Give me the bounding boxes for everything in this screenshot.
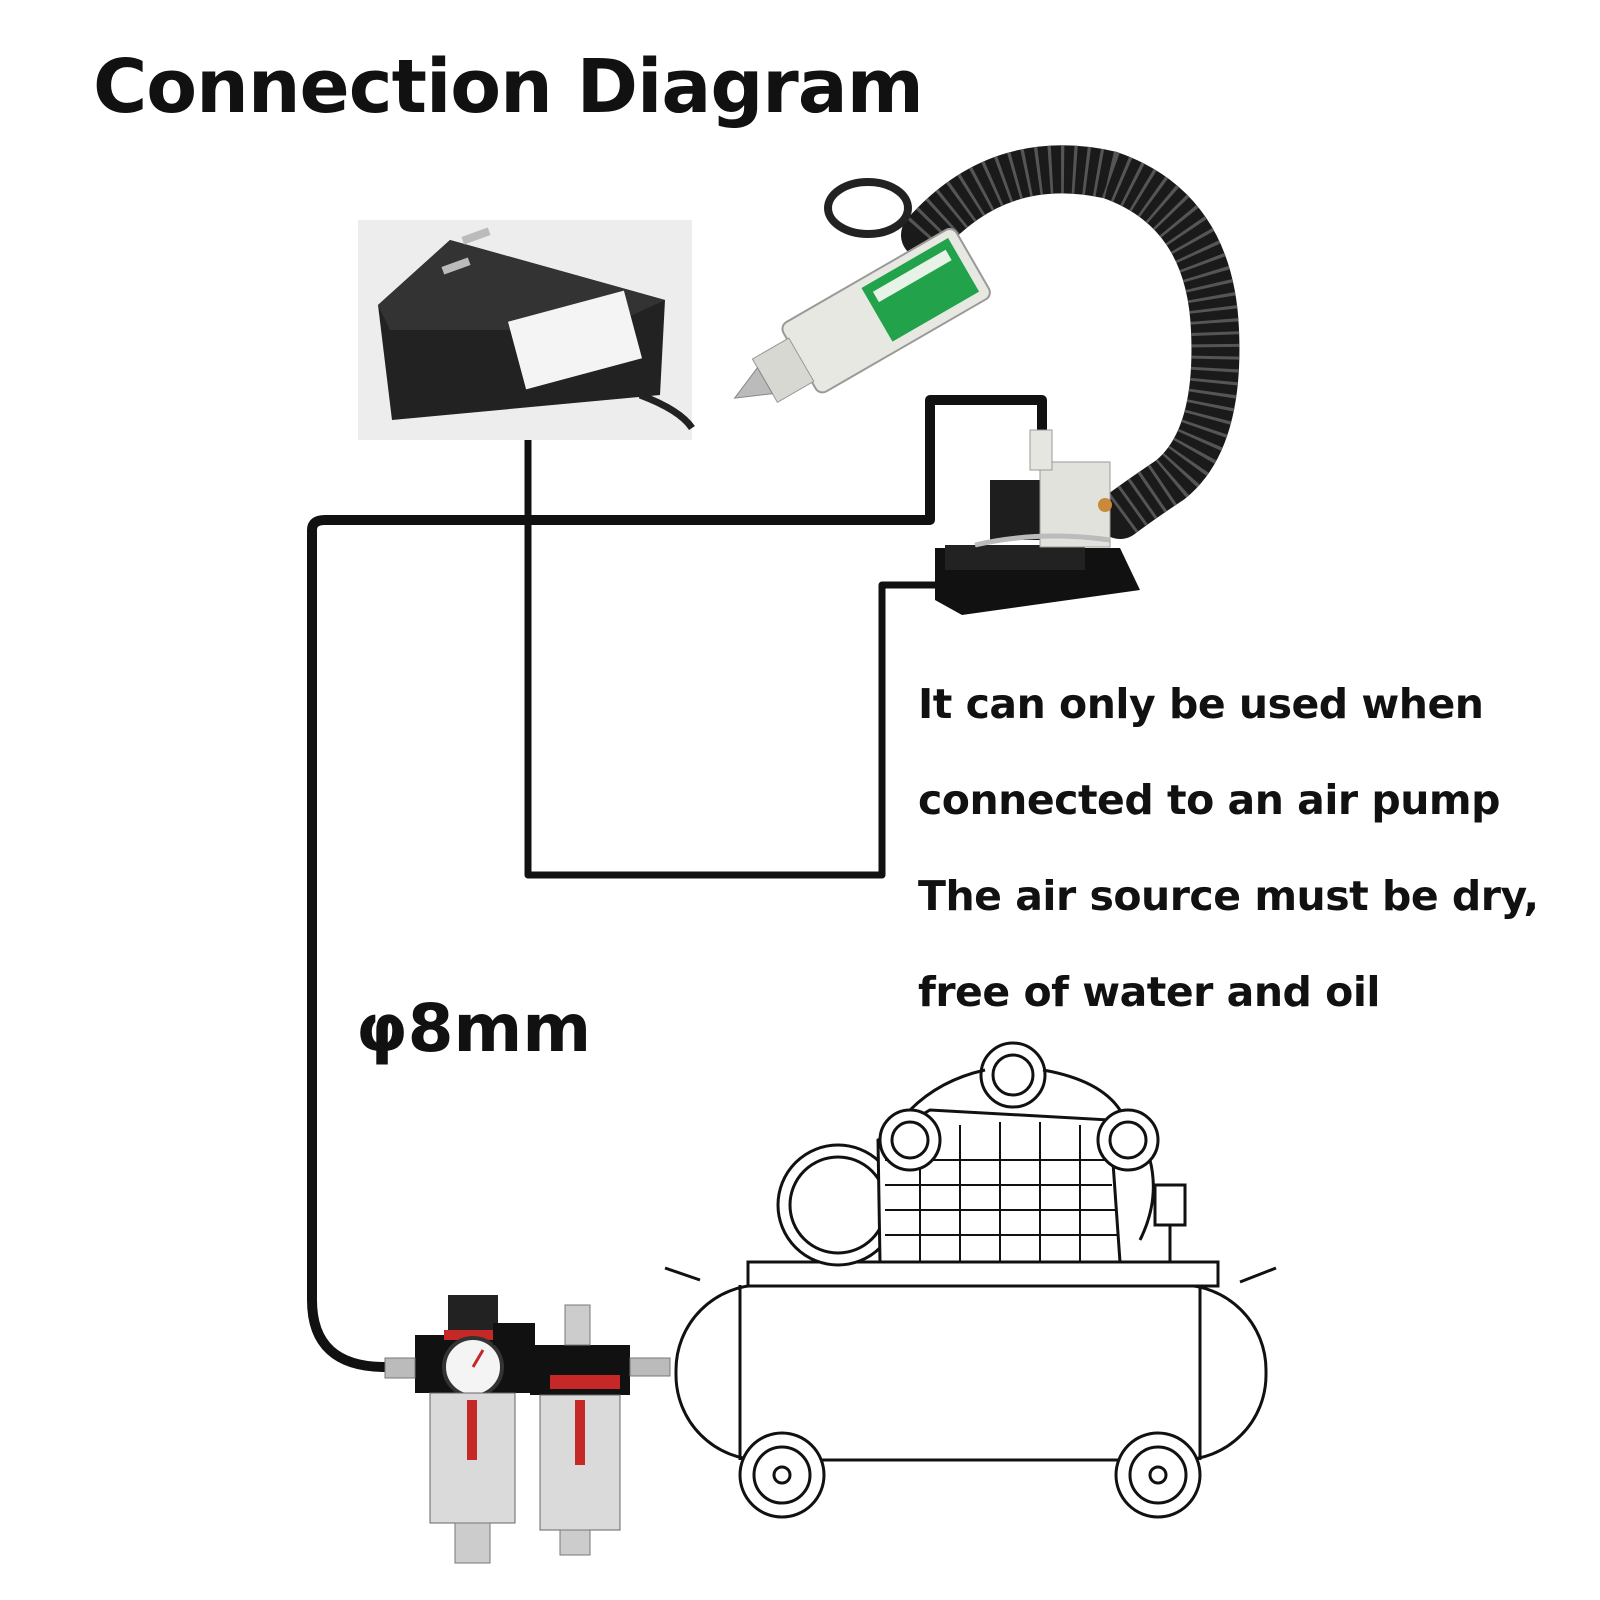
air-tube-line <box>307 395 1047 1372</box>
solenoid-valve <box>935 429 1140 615</box>
connection-lines <box>307 395 1047 1372</box>
note-line-2: connected to an air pump <box>918 776 1500 824</box>
note-line-1: It can only be used when <box>918 680 1484 728</box>
power-adapter <box>358 220 695 440</box>
power-cable-line <box>524 440 950 879</box>
ion-air-gun <box>733 145 1240 539</box>
tube-size-label: φ8mm <box>356 990 592 1067</box>
note-line-3: The air source must be dry, <box>918 872 1539 920</box>
filter-regulator <box>384 1295 671 1564</box>
diagram-title: Connection Diagram <box>93 44 924 130</box>
note-line-4: free of water and oil <box>918 968 1380 1016</box>
air-compressor <box>664 1041 1277 1519</box>
